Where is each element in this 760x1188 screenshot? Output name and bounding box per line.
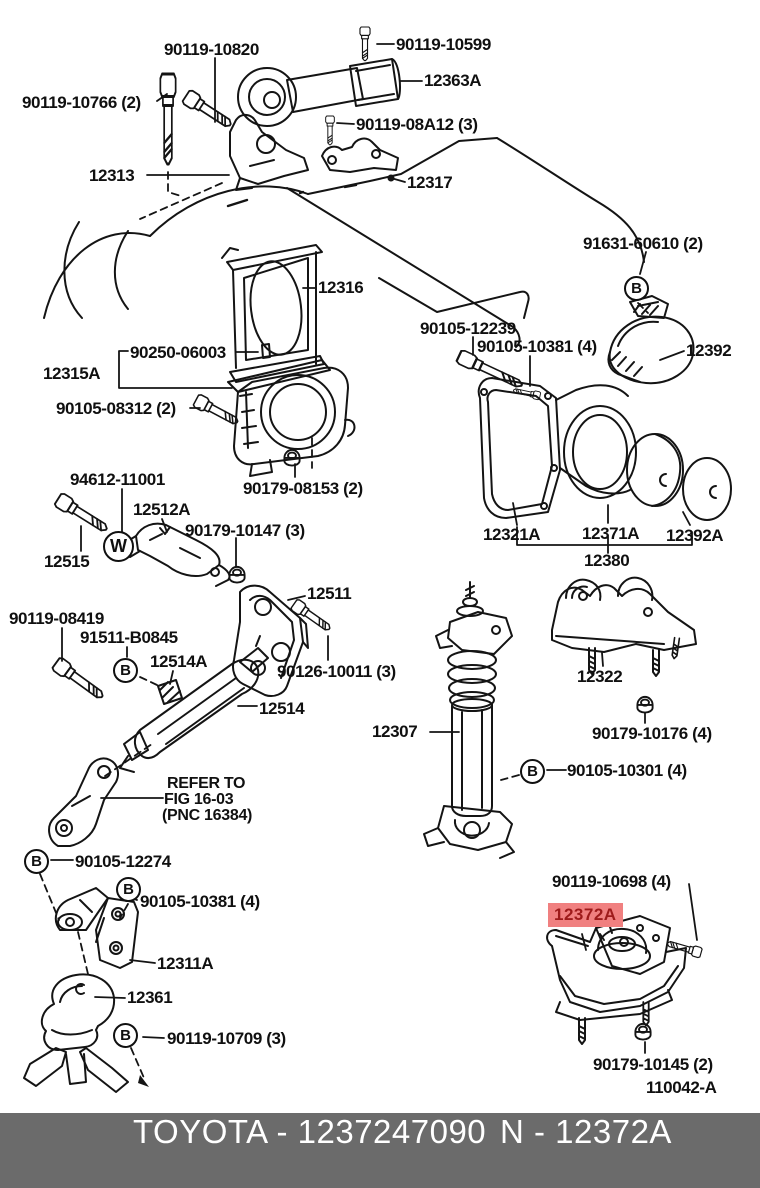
circled-letter-b-90105-10301: B bbox=[520, 759, 545, 784]
callout-12512A: 12512A bbox=[133, 500, 191, 519]
callout-12313: 12313 bbox=[89, 166, 135, 185]
callout-12514: 12514 bbox=[259, 699, 305, 718]
callout-110042-A: 110042-A bbox=[646, 1078, 717, 1097]
callout-94612-11001: 94612-11001 bbox=[70, 470, 165, 489]
part-code-bar: TOYOTA - 1237247090 N - 12372A bbox=[0, 1113, 760, 1188]
part-12316-drawing bbox=[221, 244, 325, 383]
callout-90119-10766: 90119-10766 (2) bbox=[22, 93, 141, 112]
callout-90119-10820: 90119-10820 bbox=[164, 40, 259, 59]
callout-12515: 12515 bbox=[44, 552, 90, 571]
bolt-90119-10766-drawing bbox=[158, 72, 178, 166]
callout-12315A: 12315A bbox=[43, 364, 101, 383]
callout-12322: 12322 bbox=[577, 667, 623, 686]
part-12317-drawing bbox=[321, 137, 399, 182]
part-12392A-drawing bbox=[682, 457, 732, 521]
part-12315A-drawing bbox=[227, 343, 356, 477]
dashed-reference-lines bbox=[39, 171, 649, 1079]
part-12372A-drawing bbox=[546, 915, 687, 1021]
circled-letter-b-91511: B bbox=[113, 658, 138, 683]
circled-letter-b-91631: B bbox=[624, 276, 649, 301]
callout-90105-08312: 90105-08312 (2) bbox=[56, 399, 176, 418]
callout-12363A: 12363A bbox=[424, 71, 482, 90]
nut-90179-10147-drawing bbox=[228, 565, 246, 584]
callout-12380: 12380 bbox=[584, 551, 630, 570]
callout-90179-10147: 90179-10147 (3) bbox=[185, 521, 305, 540]
part-12322-drawing bbox=[551, 576, 697, 653]
part-12321A-drawing bbox=[477, 377, 637, 519]
callout-12321A: 12321A bbox=[483, 525, 541, 544]
refer-note-line1: REFER TO bbox=[167, 775, 246, 792]
callout-12361: 12361 bbox=[127, 988, 173, 1007]
callout-12392A: 12392A bbox=[666, 526, 724, 545]
callout-90119-10709: 90119-10709 (3) bbox=[167, 1029, 286, 1048]
callout-12372A-highlighted[interactable]: 12372A bbox=[548, 903, 623, 927]
callout-90250-06003: 90250-06003 bbox=[130, 343, 226, 362]
callout-90105-12239: 90105-12239 bbox=[420, 319, 516, 338]
part-12361-drawing bbox=[23, 973, 129, 1093]
nut-90179-10176-drawing bbox=[636, 695, 654, 714]
callout-12371A: 12371A bbox=[582, 524, 640, 543]
callout-90105-10301: 90105-10301 (4) bbox=[567, 761, 687, 780]
engine-outline-drawing bbox=[43, 137, 645, 348]
part-12511-drawing bbox=[232, 584, 309, 697]
leader-lines bbox=[50, 43, 698, 1054]
callout-90119-10698: 90119-10698 (4) bbox=[552, 872, 671, 891]
bolt-90119-10599-drawing bbox=[359, 26, 371, 62]
callout-90119-08A12: 90119-08A12 (3) bbox=[356, 115, 478, 134]
callout-91631-60610: 91631-60610 (2) bbox=[583, 234, 703, 253]
bolt-90119-08A12-drawing bbox=[325, 115, 335, 146]
refer-note-line3: (PNC 16384) bbox=[162, 807, 253, 824]
part-12371A-drawing bbox=[626, 433, 684, 507]
callout-12514A: 12514A bbox=[150, 652, 208, 671]
callout-90179-10176: 90179-10176 (4) bbox=[592, 724, 712, 743]
circled-letter-b-90119-10709: B bbox=[113, 1023, 138, 1048]
stud-12322-right-drawing bbox=[652, 649, 660, 677]
callout-90119-08419: 90119-08419 bbox=[9, 609, 104, 628]
part-12311A-drawing bbox=[54, 887, 139, 969]
diagram-line-art bbox=[23, 26, 732, 1093]
callout-12316: 12316 bbox=[318, 278, 364, 297]
callout-90119-10599: 90119-10599 bbox=[396, 35, 491, 54]
callout-90105-10381-bottom: 90105-10381 (4) bbox=[140, 892, 260, 911]
callout-12311A: 12311A bbox=[157, 954, 214, 973]
bolt-90119-10820-drawing bbox=[180, 88, 236, 133]
callout-91511-B0845: 91511-B0845 bbox=[80, 628, 178, 647]
part-12307-drawing bbox=[423, 581, 515, 859]
bolt-90119-08419-drawing bbox=[50, 655, 108, 704]
stud-12372A-right-drawing bbox=[642, 1001, 650, 1027]
callout-90126-10011: 90126-10011 (3) bbox=[277, 662, 396, 681]
part-12514-drawing bbox=[119, 635, 269, 773]
callout-12317: 12317 bbox=[407, 173, 453, 192]
nut-90179-10145-drawing bbox=[634, 1022, 652, 1041]
part-refer-arm-drawing bbox=[48, 757, 119, 847]
bolt-12515-drawing bbox=[53, 491, 112, 537]
catalog-part-number: N - 12372A bbox=[500, 1113, 672, 1150]
part-12313-drawing bbox=[229, 114, 309, 191]
callout-90179-08153: 90179-08153 (2) bbox=[243, 479, 363, 498]
bolt-90105-08312-drawing bbox=[191, 393, 242, 429]
callout-12307: 12307 bbox=[372, 722, 418, 741]
callout-12392: 12392 bbox=[686, 341, 732, 360]
stud-12372A-left-drawing bbox=[578, 1017, 586, 1045]
circled-letter-w-94612: W bbox=[103, 531, 134, 562]
circled-letter-b-90105-10381: B bbox=[116, 877, 141, 902]
circled-letter-b-90105-12274: B bbox=[24, 849, 49, 874]
callout-12511: 12511 bbox=[307, 584, 352, 603]
callout-90105-10381-top: 90105-10381 (4) bbox=[477, 337, 597, 356]
refer-note-line2: FIG 16-03 bbox=[164, 791, 234, 808]
nut-90179-08153-drawing bbox=[283, 448, 301, 467]
callout-90105-12274: 90105-12274 bbox=[75, 852, 171, 871]
brand-part-number: TOYOTA - 1237247090 bbox=[133, 1113, 487, 1150]
callout-90179-10145: 90179-10145 (2) bbox=[593, 1055, 713, 1074]
part-12392-drawing bbox=[607, 295, 695, 385]
dashed-arrowhead bbox=[138, 1075, 149, 1087]
part-12363A-drawing bbox=[237, 58, 401, 127]
